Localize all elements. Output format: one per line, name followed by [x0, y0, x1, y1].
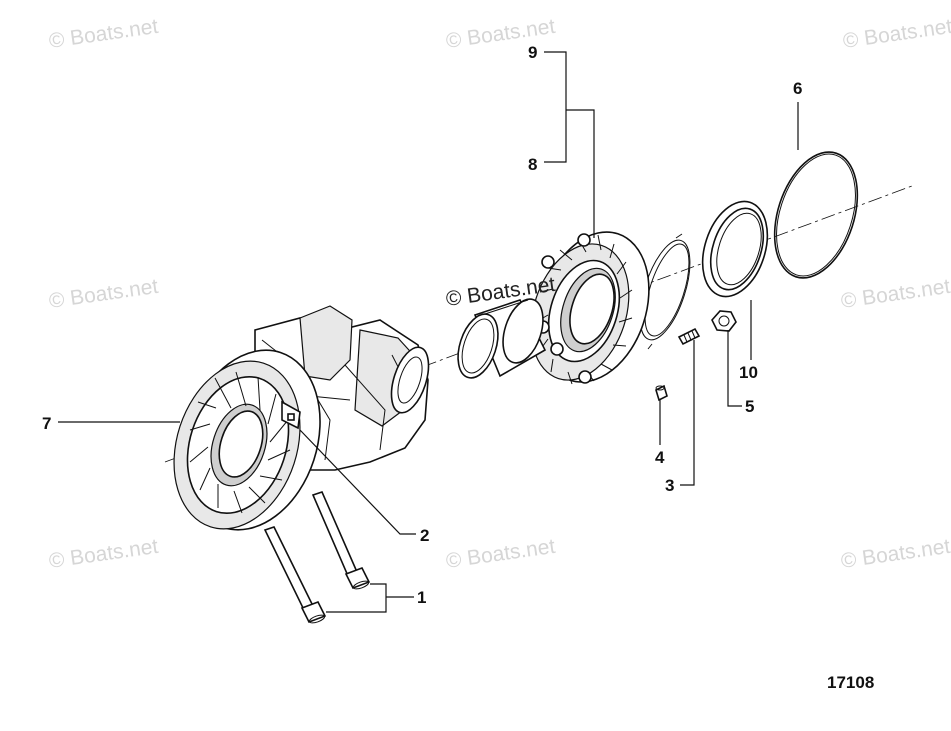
- part-7-front-housing: [173, 349, 321, 531]
- callout-1: 1: [417, 588, 426, 607]
- callout-10: 10: [739, 363, 758, 382]
- callout-3: 3: [665, 476, 674, 495]
- callout-5: 5: [745, 397, 754, 416]
- callout-labels: 9 8 6 10 5 4 3 7 2 1: [42, 43, 802, 607]
- watermark: © Boats.net: [444, 15, 556, 53]
- part-10-seal: [701, 200, 769, 298]
- part-6-o-ring: [773, 151, 859, 279]
- watermark: © Boats.net: [47, 15, 159, 53]
- watermark: © Boats.net: [444, 535, 556, 573]
- part-8-9-bearing-carrier: [530, 231, 650, 385]
- callout-9: 9: [528, 43, 537, 62]
- bearing-sleeve: [457, 298, 547, 379]
- part-3-stud: [677, 327, 701, 346]
- callout-4: 4: [655, 448, 665, 467]
- figure-number: 17108: [827, 673, 874, 692]
- leader-lines: [58, 51, 799, 613]
- watermark: © Boats.net: [47, 275, 159, 313]
- part-5-nut: [711, 310, 737, 332]
- part-1-bolts: [263, 491, 371, 624]
- watermark: © Boats.net: [841, 15, 951, 53]
- callout-6: 6: [793, 79, 802, 98]
- watermark: © Boats.net: [839, 535, 951, 573]
- callout-2: 2: [420, 526, 429, 545]
- watermark: © Boats.net: [47, 535, 159, 573]
- callout-7: 7: [42, 414, 51, 433]
- watermark: © Boats.net: [839, 275, 951, 313]
- callout-8: 8: [528, 155, 537, 174]
- part-4-dowel-pin: [655, 384, 668, 402]
